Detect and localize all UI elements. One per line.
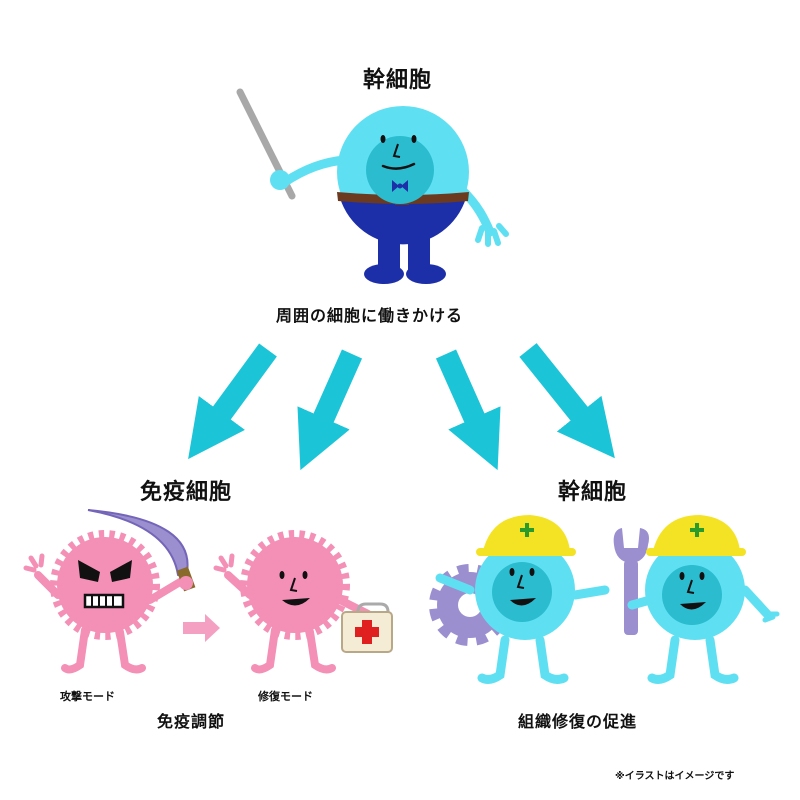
mode-change-arrow-icon: [183, 614, 220, 642]
immune-group-caption: 免疫調節: [157, 712, 226, 731]
hard-hat-icon: [646, 515, 746, 556]
immune-group-title: 免疫細胞: [140, 480, 233, 505]
immune-cell-repair-character: [213, 530, 393, 674]
top-title: 幹細胞: [363, 68, 433, 93]
arrow-to-attack-cell: [188, 343, 277, 460]
arrow-to-stem-cell-1: [435, 349, 501, 471]
wrench-icon: [613, 528, 649, 635]
sword-icon: [87, 509, 189, 579]
footnote: ※イラストはイメージです: [615, 771, 735, 782]
arrow-to-repair-cell: [297, 349, 363, 471]
top-caption: 周囲の細胞に働きかける: [276, 306, 464, 325]
arrow-to-stem-cell-2: [519, 343, 615, 459]
stem-cell-worker-gear-character: [429, 515, 610, 684]
first-aid-kit-icon: [341, 602, 393, 653]
hard-hat-icon: [476, 515, 576, 556]
attack-mode-label: 攻撃モード: [60, 690, 115, 703]
stem-cell-worker-wrench-character: [613, 515, 780, 684]
stem-group-caption: 組織修復の促進: [518, 712, 638, 731]
immune-cell-attack-character: [23, 509, 196, 674]
stem-cell-teacher-character: [236, 88, 509, 284]
branching-arrows: [188, 343, 615, 471]
stem-group-title: 幹細胞: [558, 480, 628, 505]
repair-mode-label: 修復モード: [258, 690, 313, 703]
